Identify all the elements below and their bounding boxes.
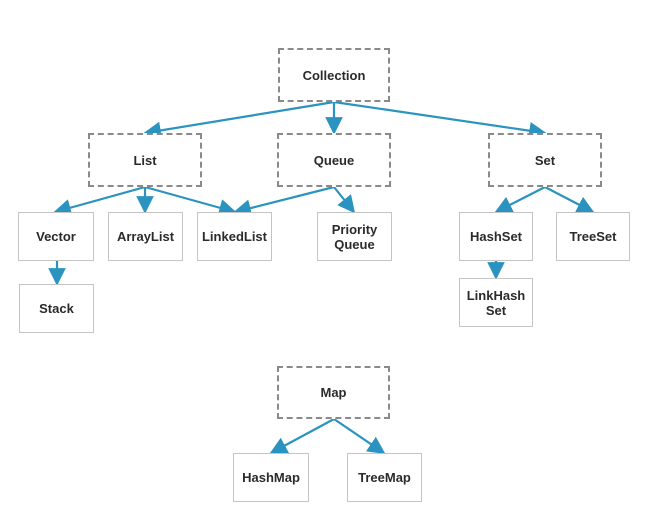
arrow-list-to-vector bbox=[53, 185, 146, 217]
node-arraylist: ArrayList bbox=[108, 212, 183, 261]
node-linkedlist: LinkedList bbox=[197, 212, 272, 261]
node-priority-queue: Priority Queue bbox=[317, 212, 392, 261]
arrow-collection-to-list bbox=[143, 100, 335, 140]
node-set: Set bbox=[488, 133, 602, 187]
arrow-queue-to-priority-queue bbox=[333, 186, 356, 214]
arrow-list-to-linkedlist bbox=[144, 185, 237, 217]
arrow-set-to-hashset bbox=[494, 186, 546, 213]
arrow-map-to-hashmap bbox=[269, 418, 335, 454]
arrow-set-to-treeset bbox=[544, 186, 595, 213]
node-linkhashset: LinkHash Set bbox=[459, 278, 533, 327]
node-hashmap: HashMap bbox=[233, 453, 309, 502]
arrow-collection-to-set bbox=[333, 100, 547, 140]
node-stack: Stack bbox=[19, 284, 94, 333]
node-queue: Queue bbox=[277, 133, 391, 187]
node-map: Map bbox=[277, 366, 390, 419]
node-vector: Vector bbox=[18, 212, 94, 261]
node-treemap: TreeMap bbox=[347, 453, 422, 502]
node-hashset: HashSet bbox=[459, 212, 533, 261]
node-treeset: TreeSet bbox=[556, 212, 630, 261]
arrow-map-to-treemap bbox=[333, 418, 386, 454]
arrow-queue-to-linkedlist bbox=[233, 185, 335, 217]
node-collection: Collection bbox=[278, 48, 390, 102]
node-list: List bbox=[88, 133, 202, 187]
